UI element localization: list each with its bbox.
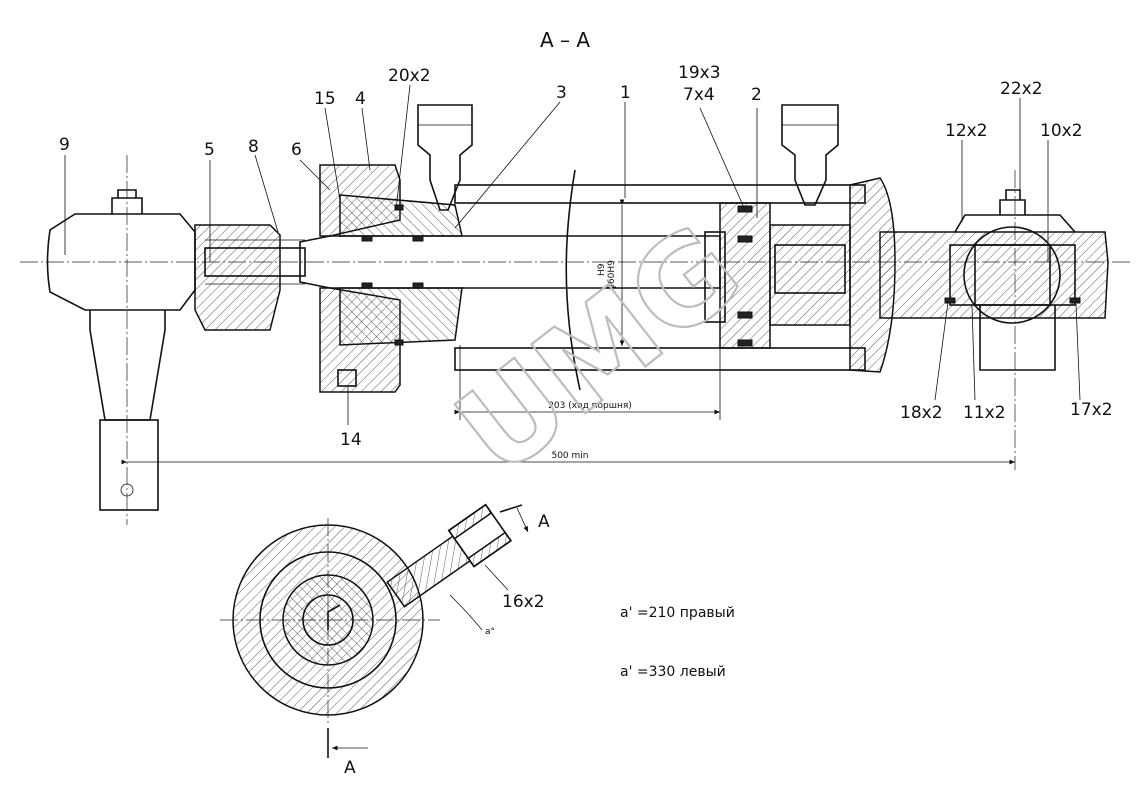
section-marker-lower [327,728,368,758]
note-left: a' =330 левый [620,664,726,680]
callout-19x3: 19x3 [678,63,721,83]
section-mark-upper-label: A [538,512,550,532]
callout-5: 5 [204,140,215,160]
gland-head [319,164,463,393]
callout-3: 3 [556,83,567,103]
length-dim-label: 500 min [551,451,588,461]
callout-1: 1 [620,83,631,103]
callout-17x2: 17x2 [1070,400,1113,420]
ball-joint-right [944,170,1081,470]
end-cap [849,177,1109,373]
section-mark-lower-label: A [344,758,356,778]
callout-6: 6 [291,140,302,160]
callout-2: 2 [751,85,762,105]
rod-end-coupling [194,224,306,331]
note-right: a' =210 правый [620,605,735,621]
callout-22x2: 22x2 [1000,79,1043,99]
bore-fit-label: H9 [597,263,607,276]
callout-4: 4 [355,89,366,109]
watermark: UMG [432,199,766,503]
callout-11x2: 11x2 [963,403,1006,423]
callout-15: 15 [314,89,336,109]
callout-20x2: 20x2 [388,66,431,86]
callout-9: 9 [59,135,70,155]
ball-joint-left [46,155,196,525]
section-title: A – A [540,28,590,52]
section-marker-upper [499,504,529,533]
callout-18x2: 18x2 [900,403,943,423]
callout-14: 14 [340,430,362,450]
callout-8: 8 [248,137,259,157]
hydraulic-fittings [417,104,839,211]
piston [704,202,851,349]
bore-dim-label: ϕ60Н9 [607,260,617,290]
stroke-dim-label: 203 (ход поршня) [548,401,632,411]
leader-lines [64,84,1081,591]
callout-12x2: 12x2 [945,121,988,141]
angle-label: a° [485,627,495,637]
callout-10x2: 10x2 [1040,121,1083,141]
callout-16x2: 16x2 [502,592,545,612]
callout-7x4: 7x4 [683,85,715,105]
cross-section-view [220,503,512,725]
